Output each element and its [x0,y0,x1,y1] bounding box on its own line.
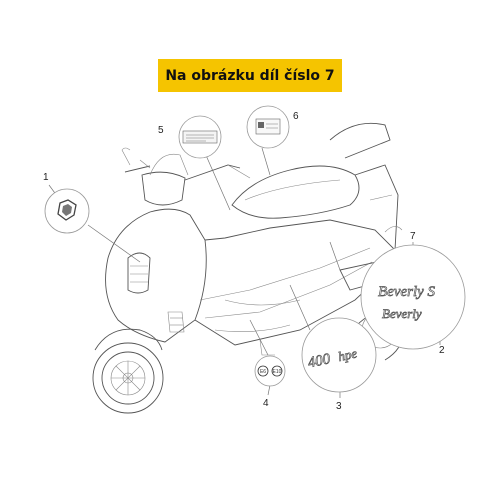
callout-5: 5 [158,125,164,136]
callout-6: 6 [293,111,299,122]
decal-beverly-s: Beverly S [378,284,436,300]
emblem-inner [62,204,72,216]
badge-e10-text: E10 [273,369,282,375]
callout-1: 1 [43,172,49,183]
label-plate-icon [182,130,218,144]
detail-6-sticker[interactable] [246,105,290,149]
callout-3: 3 [336,401,342,412]
detail-7-beverly-logos[interactable]: Beverly S Beverly [360,244,466,350]
scooter-drawing [92,122,406,414]
decal-beverly: Beverly [382,306,422,321]
badge-e10-icon [271,365,283,377]
detail-3-model-logo[interactable]: 400 hpe [301,317,377,393]
callout-7: 7 [410,231,416,242]
decal-400: 400 [306,351,332,371]
detail-4-fuel-badges[interactable]: E6 E10 [254,355,286,387]
badge-e6-icon [257,365,269,377]
badge-e6-text: E6 [260,369,266,375]
callout-4: 4 [263,398,269,409]
detail-1-emblem[interactable] [44,188,90,234]
banner-text: Na obrázku díl číslo 7 [165,67,335,84]
detail-5-label[interactable] [178,115,222,159]
callout-numbers: 1 2 3 4 5 6 7 [43,111,445,412]
callout-2: 2 [439,345,445,356]
decal-hpe: hpe [337,345,359,364]
part-banner: Na obrázku díl číslo 7 [158,59,342,92]
